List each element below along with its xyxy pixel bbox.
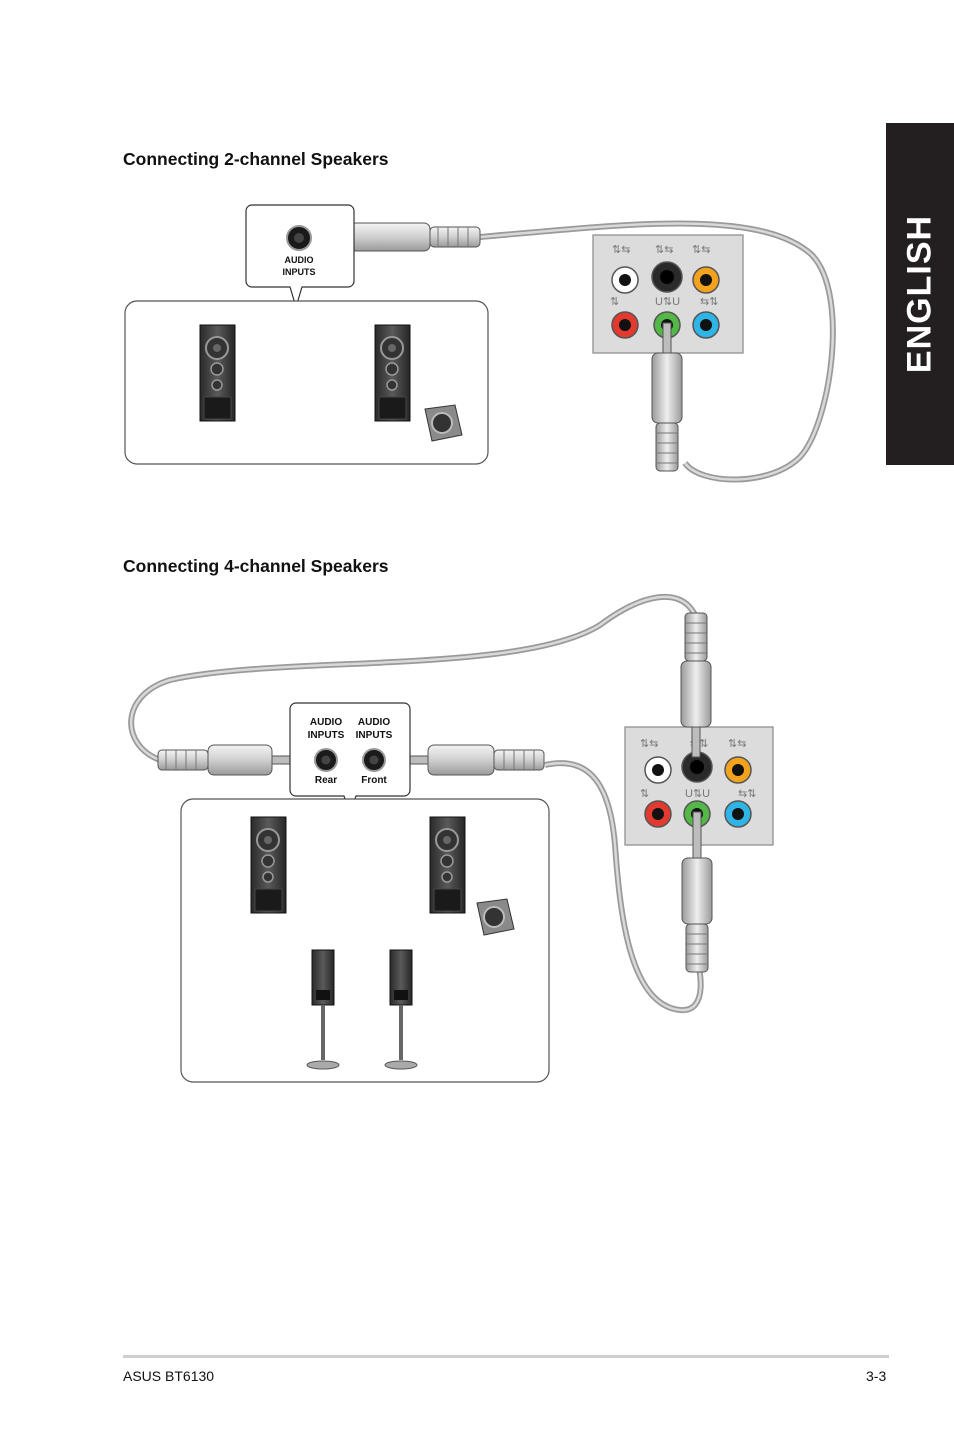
callout-left-audio: AUDIO — [310, 717, 342, 728]
svg-text:⇅⇆: ⇅⇆ — [612, 244, 630, 256]
svg-text:⇅⇆: ⇅⇆ — [655, 244, 673, 256]
callout-caption-rear: Rear — [315, 775, 337, 786]
callout-label-inputs: INPUTS — [282, 267, 315, 277]
speaker-front-right-icon — [429, 816, 466, 914]
rear-audio-panel: ⇅⇆ ⇅⇆ ⇅⇆ ⇅ U⇅U ⇆⇅ — [592, 234, 744, 354]
subwoofer-icon-4ch — [476, 898, 515, 936]
svg-text:⇆⇅: ⇆⇅ — [738, 788, 756, 800]
footer-divider — [123, 1355, 889, 1358]
speaker-left-icon — [199, 324, 236, 422]
callout-right-inputs: INPUTS — [356, 730, 393, 741]
subwoofer-icon — [424, 404, 463, 442]
vertical-plug-bottom — [681, 811, 713, 973]
audio-inputs-callout-dual: AUDIO INPUTS AUDIO INPUTS Rear Front — [289, 702, 411, 815]
svg-text:⇅⇆: ⇅⇆ — [640, 738, 658, 750]
callout-right-audio: AUDIO — [358, 717, 390, 728]
callout-caption-front: Front — [361, 775, 387, 786]
speaker-rear-right-icon — [384, 949, 418, 1070]
svg-text:U⇅U: U⇅U — [685, 788, 710, 800]
front-horizontal-plug — [391, 744, 545, 776]
callout-left-inputs: INPUTS — [308, 730, 345, 741]
speaker-rear-left-icon — [306, 949, 340, 1070]
svg-text:⇅: ⇅ — [640, 788, 649, 800]
svg-text:⇅: ⇅ — [610, 296, 619, 308]
vertical-plug-top — [680, 612, 712, 758]
svg-text:⇆⇅: ⇆⇅ — [700, 296, 718, 308]
audio-inputs-callout: AUDIO INPUTS — [245, 204, 355, 310]
side-language-tab: ENGLISH — [886, 123, 954, 465]
side-tab-label: ENGLISH — [900, 214, 939, 374]
diagram-2-channel: AUDIO INPUTS — [0, 195, 870, 495]
speaker-front-left-icon — [250, 816, 287, 914]
rear-audio-cable — [128, 593, 698, 763]
svg-text:⇅⇆: ⇅⇆ — [728, 738, 746, 750]
vertical-plug — [651, 322, 683, 472]
section-title-2-channel: Connecting 2-channel Speakers — [123, 149, 389, 169]
speaker-area-4ch — [180, 798, 550, 1083]
rear-horizontal-plug — [157, 744, 311, 776]
svg-text:⇅⇆: ⇅⇆ — [692, 244, 710, 256]
diagram-4-channel: AUDIO INPUTS AUDIO INPUTS Rear Front — [0, 585, 870, 1090]
callout-label-audio: AUDIO — [285, 255, 314, 265]
speaker-right-icon — [374, 324, 411, 422]
footer-product-name: ASUS BT6130 — [123, 1368, 215, 1384]
footer-page-number: 3-3 — [866, 1368, 887, 1384]
svg-text:U⇅U: U⇅U — [655, 296, 680, 308]
section-title-4-channel: Connecting 4-channel Speakers — [123, 556, 389, 576]
